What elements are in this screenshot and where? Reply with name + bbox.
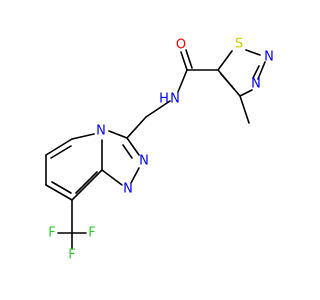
atom-f-1: F — [88, 226, 95, 241]
atom-f-2: F — [48, 226, 55, 241]
atom-n-thiadiazole-2: N — [251, 77, 261, 92]
atom-s: S — [235, 37, 243, 52]
bond-n-n — [257, 61, 266, 80]
atom-n-triazole-2: N — [139, 154, 149, 169]
atom-n-triazole-1: N — [123, 182, 133, 197]
bond-c7-c8-inner — [51, 181, 72, 194]
bond-n4-c5p — [71, 133, 95, 140]
bond-c3-n2 — [126, 137, 140, 156]
bond-n-n-inner — [252, 65, 260, 79]
bond-carbonyl-o — [180, 51, 188, 71]
atom-n-thiadiazole-1: N — [264, 50, 274, 65]
bond-lines — [45, 49, 266, 250]
bond-carbonyl-nh — [177, 69, 188, 93]
bond-c5-s — [217, 50, 233, 71]
bond-c3-n4 — [108, 130, 128, 139]
bond-c5p-c6 — [45, 138, 73, 156]
bond-c4-c5-inner — [220, 73, 235, 90]
bond-carbonyl-o-2 — [185, 49, 193, 69]
atom-h-amide: H — [159, 92, 169, 107]
bond-c8-c8a-inner — [75, 171, 98, 194]
atom-n-bridgehead: N — [96, 124, 106, 139]
bond-n1-c8a — [101, 169, 123, 186]
bond-c3-n2-inner — [122, 144, 133, 159]
atom-o: O — [176, 38, 186, 53]
bond-s-n — [245, 49, 261, 56]
bond-n-c4 — [239, 89, 253, 97]
bond-c8-c8a — [71, 169, 103, 201]
atom-n-amide: N — [170, 92, 180, 107]
atom-f-3: F — [68, 248, 75, 263]
bond-ch2-c3 — [126, 116, 147, 139]
bond-c5p-c6-inner — [50, 145, 72, 159]
bond-n2-n1 — [130, 167, 140, 184]
atom-labels: O S N N N H N N N F F F — [48, 37, 274, 263]
bond-c4-methyl — [239, 95, 250, 124]
bond-c7-c8 — [45, 184, 73, 201]
bond-nh-ch2 — [145, 100, 171, 118]
molecule-structure: O S N N N H N N N F F F — [45, 37, 274, 263]
